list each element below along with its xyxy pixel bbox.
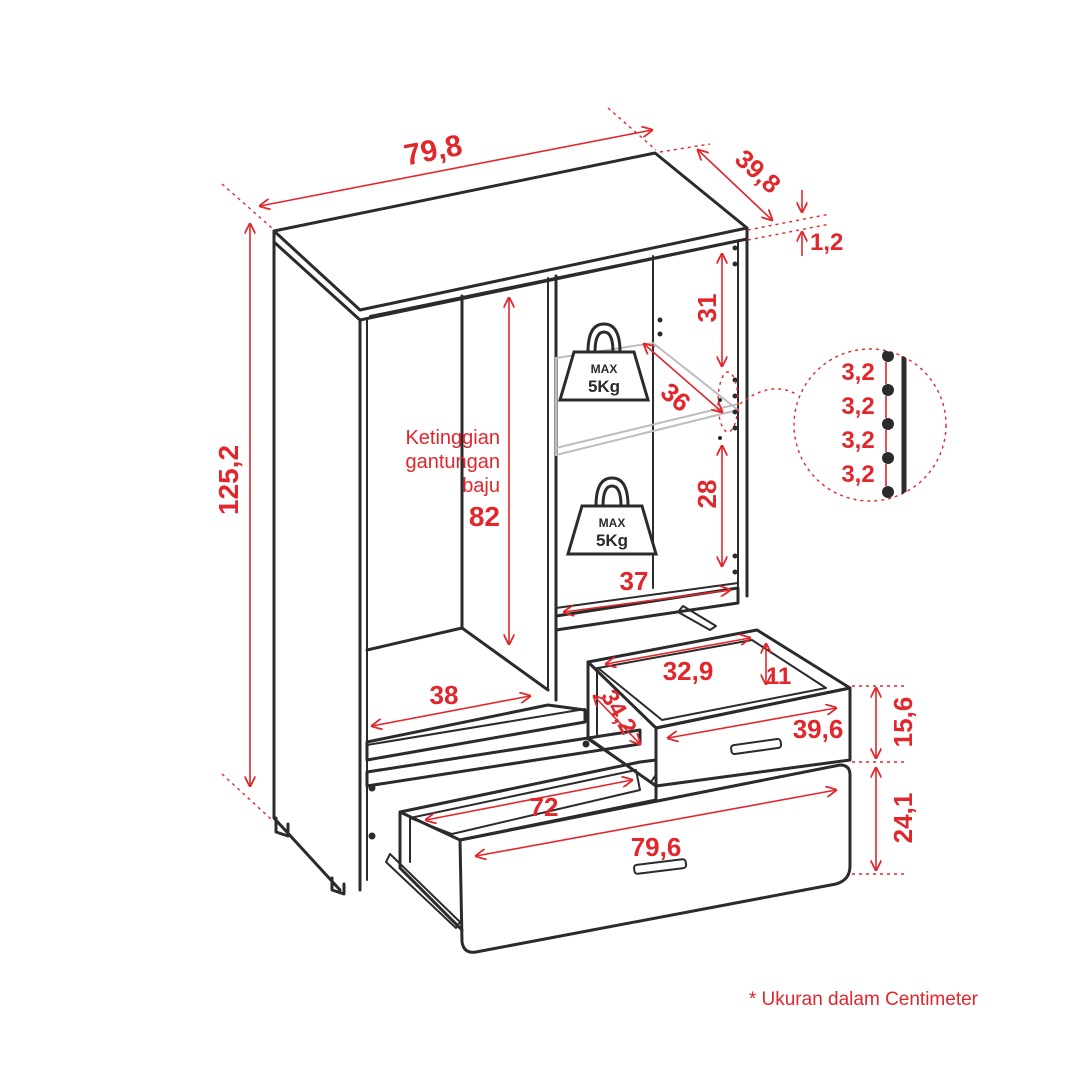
large-drawer-front-width-label: 79,6 [631, 832, 682, 862]
weight-badge-bottom: MAX 5Kg [566, 476, 658, 556]
width-label: 79,8 [401, 129, 465, 173]
large-drawer-depth-label: 72 [530, 792, 559, 822]
hanging-label-value: 82 [469, 501, 500, 532]
shelf-gap-top-label: 31 [692, 294, 722, 323]
hanging-label-line3: baju [462, 475, 500, 497]
footnote: * Ukuran dalam Centimeter [749, 989, 979, 1010]
height-label: 125,2 [213, 445, 244, 515]
top-thickness-label: 1,2 [810, 229, 843, 256]
weight-value: 5Kg [588, 377, 620, 396]
small-drawer-inner-width-label: 32,9 [663, 656, 714, 686]
weight-max-label: MAX [591, 362, 618, 376]
hole-spacing-1: 3,2 [841, 359, 874, 386]
shelf-depth-label: 36 [655, 376, 696, 418]
hole-spacing-3: 3,2 [841, 427, 874, 454]
hole-spacing-2: 3,2 [841, 393, 874, 420]
large-drawer [385, 758, 852, 954]
large-drawer-height-label: 24,1 [888, 793, 918, 844]
weight-value: 5Kg [596, 531, 628, 550]
hanging-label-line2: gantungan [405, 451, 500, 473]
shelf-width-label: 37 [620, 566, 649, 596]
weight-max-label: MAX [599, 516, 626, 530]
small-drawer-inner-height-label: 11 [766, 663, 791, 690]
small-drawer-height-label: 15,6 [888, 697, 918, 748]
weight-badge-top: MAX 5Kg [558, 322, 650, 402]
hanging-label-line1: Ketinggian [405, 427, 500, 449]
depth-label: 39,8 [729, 143, 787, 199]
hanging-height-label: Ketinggian gantungan baju 82 [405, 427, 500, 532]
dimension-lines [221, 107, 904, 875]
hanging-width-label: 38 [430, 680, 459, 710]
small-drawer-front-width-label: 39,6 [793, 714, 844, 744]
shelf-gap-bottom-label: 28 [692, 480, 722, 509]
hole-spacing-4: 3,2 [841, 461, 874, 488]
dimension-labels: 79,8 39,8 1,2 125,2 31 36 28 37 38 32,9 … [213, 129, 918, 862]
hole-spacing-callout: 3,2 3,2 3,2 3,2 [793, 348, 947, 502]
